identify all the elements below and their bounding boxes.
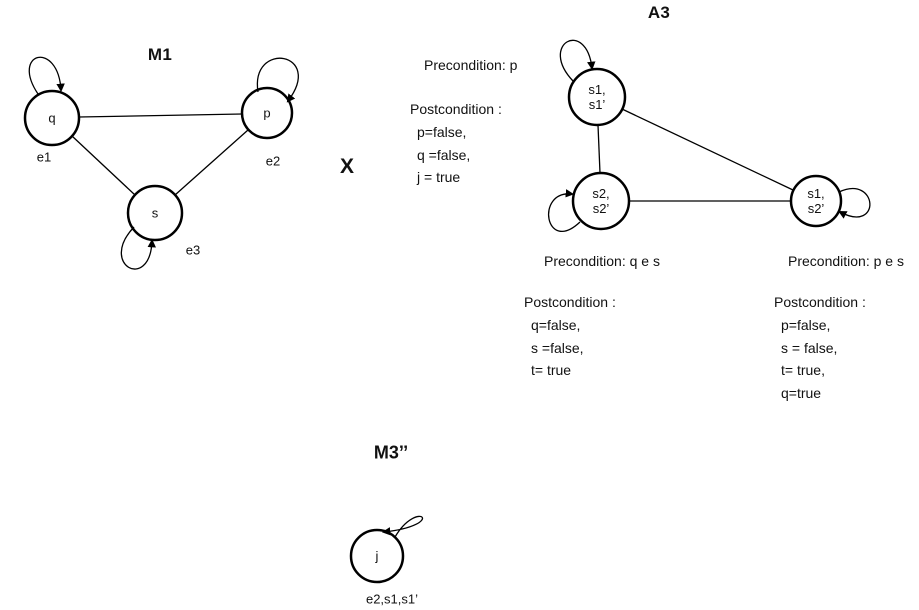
a3-node-s1s1: [567, 67, 627, 127]
a3-postcondition-top-line: j = true: [417, 169, 461, 185]
a3-node-s1s2-line1: s1,: [807, 186, 825, 201]
a3-selfloop-top: [559, 39, 596, 82]
m1-selfloop-s: [120, 226, 156, 270]
m1-node-q-label: q: [48, 110, 56, 126]
m3-node-j-label: j: [375, 548, 379, 564]
a3-postcondition-top: Postcondition : p=false, q =false, j = t…: [410, 98, 502, 189]
m1-edge-q-p: [78, 113, 243, 118]
m3-event-label: e2,s1,s1’: [365, 591, 419, 607]
a3-node-s2s2-line1: s2,: [592, 186, 610, 201]
a3-postcondition-left-label: Postcondition :: [524, 294, 616, 310]
a3-precondition-right: Precondition: p e s: [788, 253, 904, 269]
a3-edge-top-right: [621, 108, 794, 191]
m1-edge-q-s: [71, 135, 136, 196]
a3-postcondition-right-line: q=true: [781, 384, 822, 401]
a3-node-s1s2-line2: s2’: [807, 201, 825, 216]
a3-postcondition-left-line: s =false,: [531, 339, 584, 356]
a3-postcondition-left: Postcondition : q=false, s =false, t= tr…: [524, 291, 616, 382]
a3-postcondition-right-line: t= true,: [781, 362, 825, 378]
a3-node-s1s1-line2: s1’: [588, 97, 606, 112]
a3-title: A3: [647, 3, 671, 22]
a3-postcondition-left-line: t= true: [531, 362, 572, 378]
a3-node-s1s1-label: s1, s1’: [588, 82, 605, 112]
a3-node-s2s2-label: s2, s2’: [592, 186, 609, 216]
m1-node-s-label: s: [151, 205, 159, 221]
a3-precondition-top: Precondition: p: [424, 57, 518, 73]
m3-node-j: [349, 528, 405, 584]
m1-event-e2: e2: [265, 153, 281, 169]
m1-node-p-label: p: [263, 105, 271, 121]
a3-postcondition-right-line: s = false,: [781, 339, 838, 356]
a3-postcondition-top-line: p=false,: [417, 124, 467, 140]
m1-node-q: [23, 89, 81, 147]
m1-event-e1: e1: [36, 149, 52, 165]
m1-title: M1: [147, 45, 173, 64]
a3-selfloop-left: [547, 189, 581, 232]
m1-selfloop-q: [28, 56, 65, 95]
composition-operator: X: [339, 155, 355, 178]
a3-postcondition-top-label: Postcondition :: [410, 101, 502, 117]
a3-postcondition-left-line: q=false,: [531, 317, 581, 333]
a3-selfloop-right: [838, 187, 871, 219]
m1-edge-p-s: [174, 129, 249, 196]
m1-node-p: [240, 86, 294, 140]
a3-postcondition-right-line: p=false,: [781, 317, 831, 333]
a3-node-s1s1-line1: s1,: [588, 82, 606, 97]
a3-postcondition-right-label: Postcondition :: [774, 294, 866, 310]
a3-edge-top-left: [597, 124, 601, 174]
a3-precondition-left: Precondition: q e s: [544, 253, 660, 269]
a3-node-s2s2-line2: s2’: [592, 201, 610, 216]
a3-node-s1s2-label: s1, s2’: [807, 186, 824, 216]
a3-postcondition-right: Postcondition : p=false, s = false, t= t…: [774, 291, 866, 404]
m3-selfloop-j: [381, 515, 424, 538]
a3-postcondition-top-line: q =false,: [417, 146, 471, 163]
m3-title: M3’’: [373, 442, 409, 463]
m1-selfloop-p: [256, 57, 299, 103]
m1-event-e3: e3: [185, 242, 201, 258]
